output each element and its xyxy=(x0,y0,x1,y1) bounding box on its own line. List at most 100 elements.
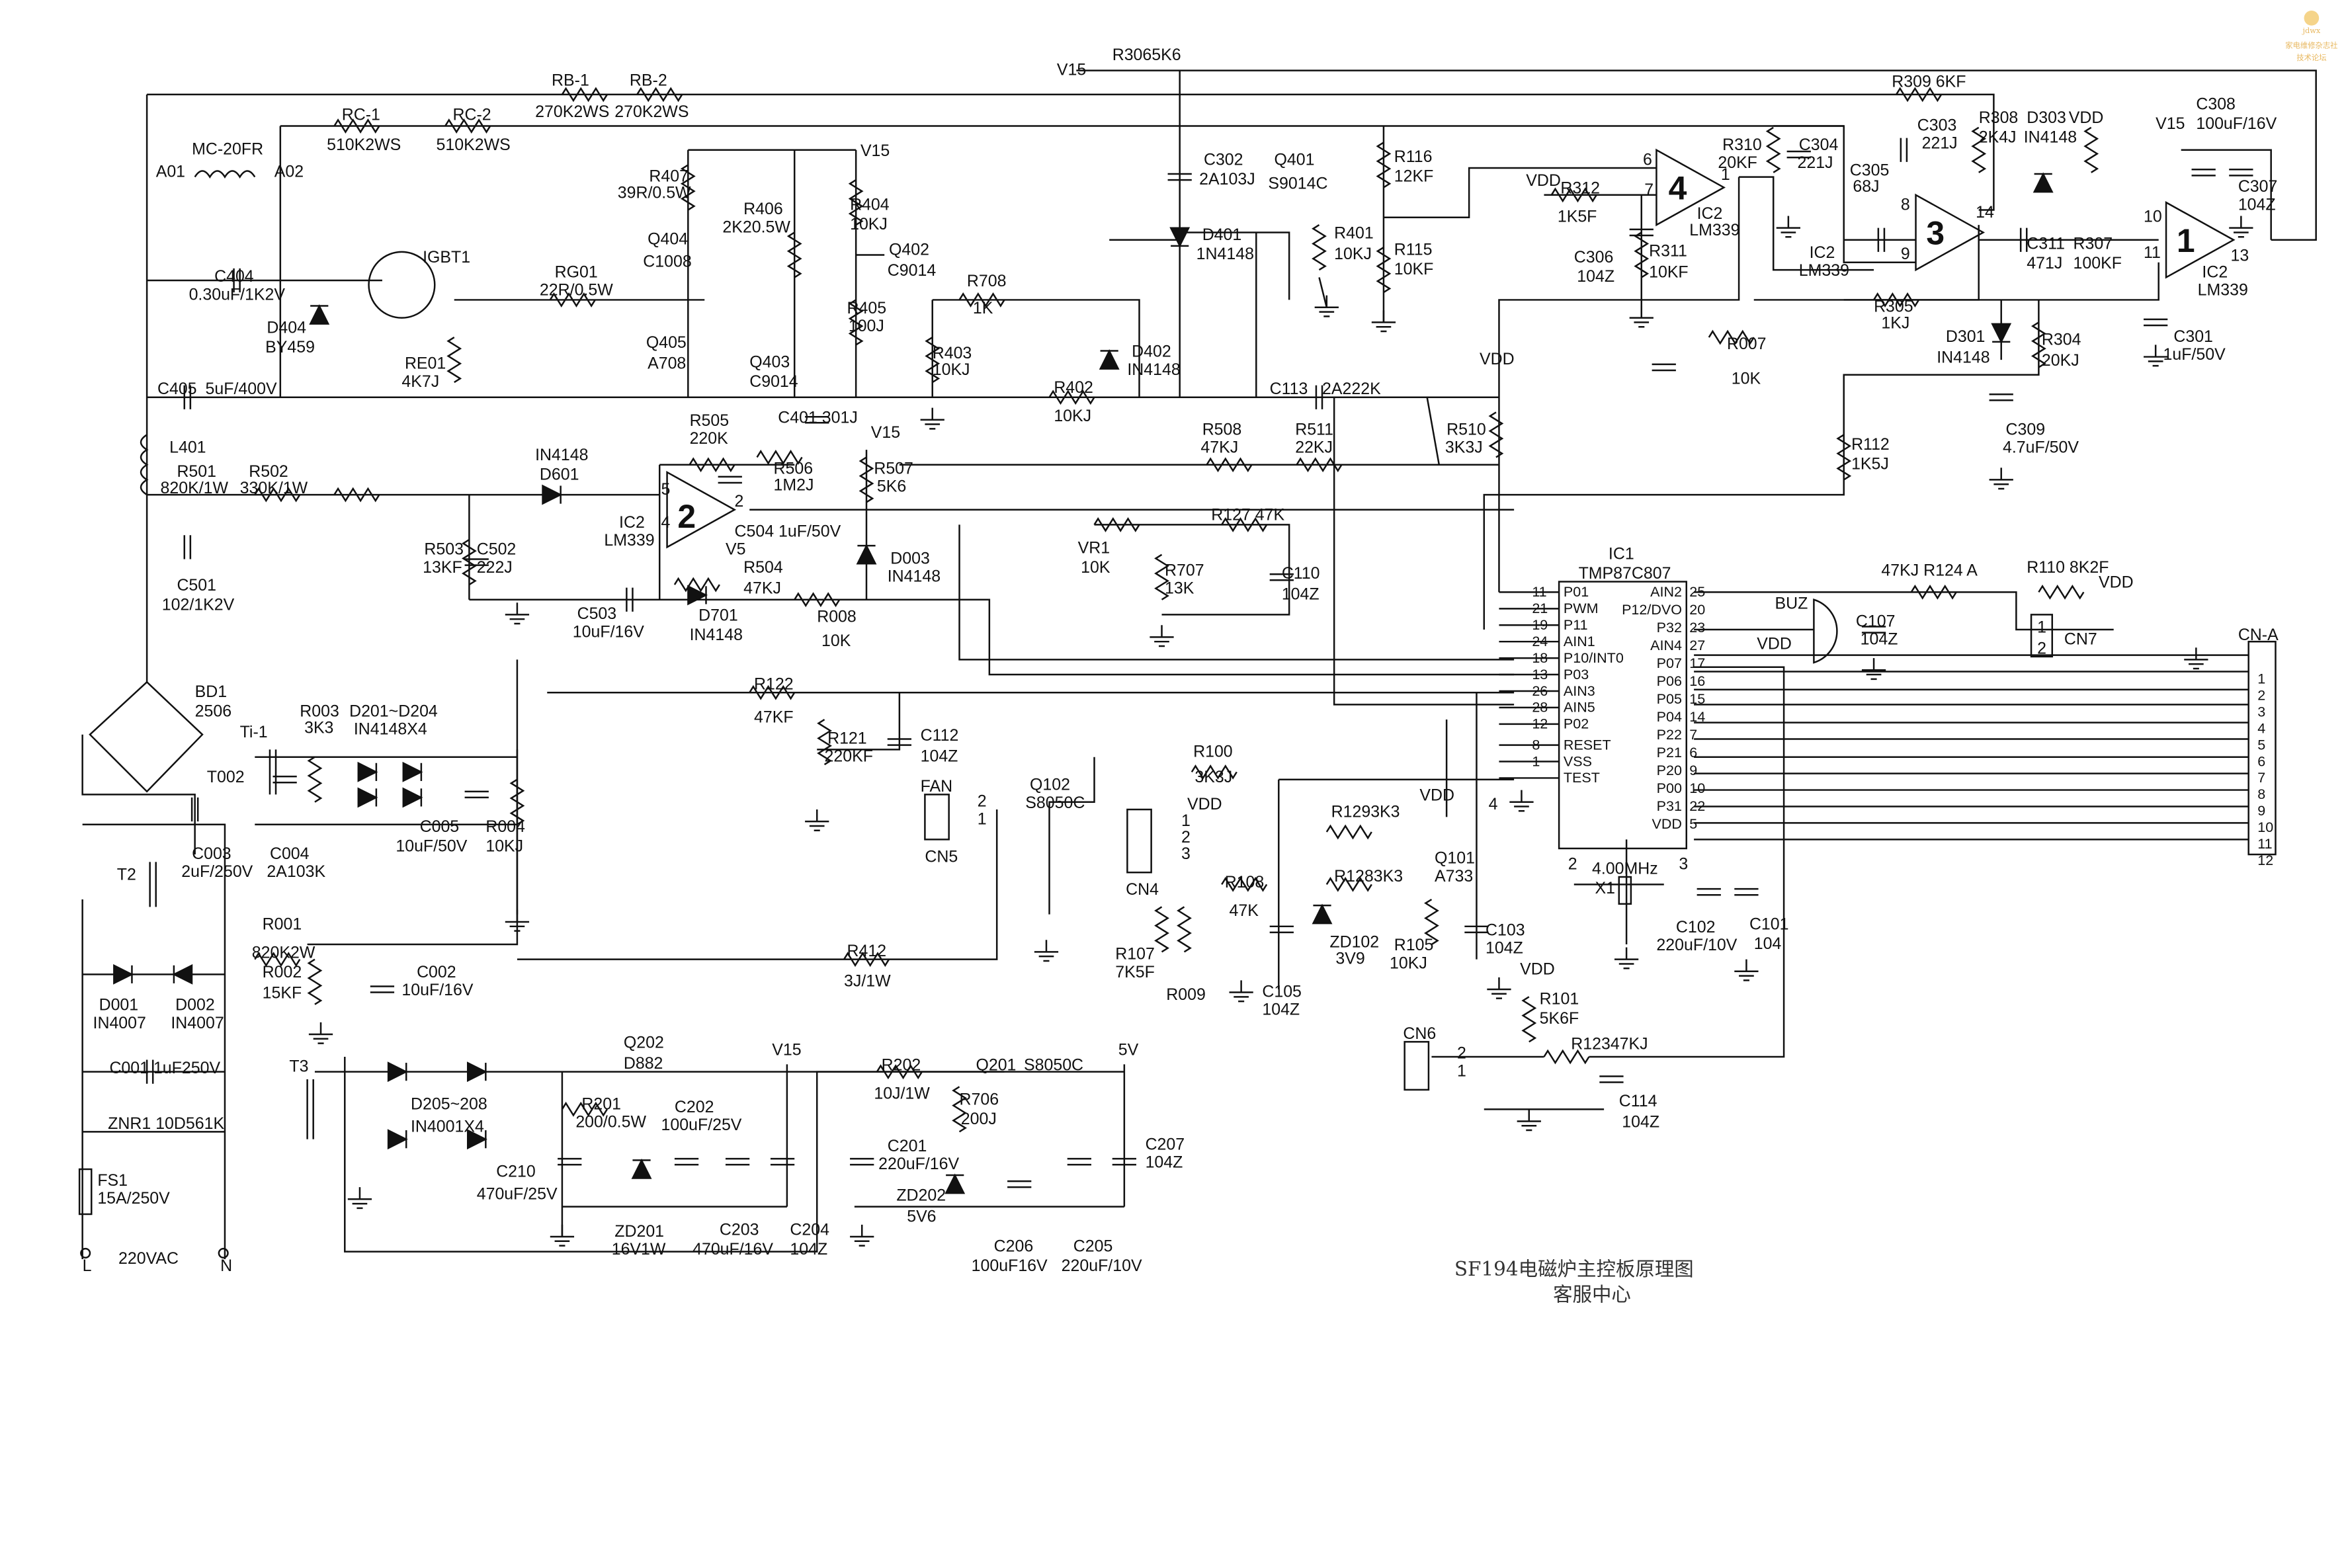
label-p7: 7 xyxy=(1644,181,1654,199)
label-c304-v: 221J xyxy=(1797,153,1833,172)
label-r503: R503 xyxy=(424,540,464,559)
label-q101-v: A733 xyxy=(1435,867,1473,886)
label-r107-v: 7K5F xyxy=(1115,963,1155,981)
label-c107: C107 xyxy=(1856,612,1896,631)
label-c112: C112 xyxy=(921,726,959,745)
op-amp-unit-number: 1 xyxy=(2177,222,2195,259)
label-q405: Q405 xyxy=(646,333,687,352)
ground-icon xyxy=(347,1187,372,1210)
connector-cn6[interactable] xyxy=(1403,1041,1430,1091)
ic1-pin-number: 20 xyxy=(1689,602,1705,618)
resistor xyxy=(925,337,941,384)
label-c504: C504 1uF/50V xyxy=(735,522,841,541)
label-vdd-c: VDD xyxy=(1480,350,1515,368)
wire xyxy=(817,692,901,751)
label-r707: R707 xyxy=(1165,561,1204,579)
label-r501-v: 820K/1W xyxy=(161,479,229,497)
label-r121: R121 xyxy=(827,729,867,747)
resistor xyxy=(636,87,683,103)
label-ic2-c: IC2 xyxy=(2202,263,2228,281)
capacitor xyxy=(190,797,199,822)
ic1-pin-number: 24 xyxy=(1532,634,1548,649)
label-bd1-v: 2506 xyxy=(195,702,231,721)
label-c309: C309 xyxy=(2006,420,2046,438)
label-r003: R003 xyxy=(300,702,339,721)
label-vdd-a: VDD xyxy=(1526,171,1561,190)
label-r308-v: 2K4J xyxy=(1979,128,2017,146)
capacitor xyxy=(674,1157,699,1166)
capacitor xyxy=(1900,138,1908,162)
terminal-icon[interactable] xyxy=(218,1247,229,1259)
label-vdd-g: VDD xyxy=(1419,786,1454,804)
label-r312-v: 1K5F xyxy=(1558,208,1597,226)
label-c302: C302 xyxy=(1204,150,1243,169)
resistor xyxy=(859,456,874,503)
terminal-icon[interactable] xyxy=(80,1247,91,1259)
label-r510-v: 3K3J xyxy=(1445,438,1483,457)
diode-icon xyxy=(542,484,563,505)
ground-icon xyxy=(1034,940,1059,962)
label-x1-p2: 2 xyxy=(1568,855,1577,874)
connector-cn-a[interactable] xyxy=(2247,640,2277,856)
label-r406: R406 xyxy=(743,200,783,218)
connector-cn4[interactable] xyxy=(1126,808,1152,874)
label-term-n: N xyxy=(220,1257,232,1275)
ic1-pin-name: P04 xyxy=(1657,709,1682,725)
diode-icon xyxy=(402,761,423,782)
wire xyxy=(517,809,998,960)
label-r402: R402 xyxy=(1054,378,1093,397)
ground-icon xyxy=(1861,658,1886,681)
transformer-icon xyxy=(149,862,157,907)
label-r405-v: 100J xyxy=(849,317,884,335)
ground-icon xyxy=(1517,1109,1541,1132)
label-p2: 2 xyxy=(735,492,744,511)
label-zd102-v: 3V9 xyxy=(1335,949,1364,968)
capacitor xyxy=(464,558,489,566)
label-c110-v: 104Z xyxy=(1282,585,1320,604)
ic1-pin-name: PWM xyxy=(1564,600,1599,616)
label-q401-v: S9014C xyxy=(1268,175,1327,193)
ic1-pin-number: 19 xyxy=(1532,617,1548,633)
label-d404-v: BY459 xyxy=(265,338,315,356)
ic1-pin-name: VDD xyxy=(1652,816,1682,832)
diode-icon xyxy=(631,1158,652,1179)
label-d001: D001 xyxy=(99,996,139,1014)
resistor xyxy=(509,778,525,825)
label-r122-v: 47KF xyxy=(754,708,794,727)
capacitor xyxy=(850,1157,874,1166)
label-d303-v: IN4148 xyxy=(2024,128,2077,146)
label-c207-v: 104Z xyxy=(1146,1153,1183,1172)
ground-icon xyxy=(550,1224,575,1247)
ground-icon xyxy=(1629,306,1654,328)
label-rb2-v: 270K2WS xyxy=(614,103,689,121)
label-buz: BUZ xyxy=(1775,594,1808,612)
label-r202: R202 xyxy=(882,1055,921,1074)
ic1-pin-name: AIN3 xyxy=(1564,683,1595,699)
capacitor xyxy=(1652,363,1676,372)
resistor xyxy=(848,179,864,226)
resistor xyxy=(1048,390,1095,405)
capacitor xyxy=(1629,228,1654,237)
ic1-pin-name: P32 xyxy=(1657,620,1682,636)
wire xyxy=(1048,757,1095,915)
resistor xyxy=(1177,906,1192,953)
label-c107-v: 104Z xyxy=(1861,630,1898,649)
resistor xyxy=(2031,321,2046,368)
label-r707-v: 13K xyxy=(1165,579,1194,598)
resistor xyxy=(1521,996,1537,1043)
ground-icon xyxy=(920,407,944,430)
label-r508-v: 47KJ xyxy=(1200,438,1238,457)
ground-icon xyxy=(1150,625,1174,647)
label-c202: C202 xyxy=(675,1098,714,1116)
connector-cn7[interactable] xyxy=(2030,614,2054,658)
label-r306: R3065K6 xyxy=(1112,46,1181,64)
ground-icon xyxy=(805,809,829,832)
label-ic1: IC1 xyxy=(1609,545,1634,563)
resistor xyxy=(1873,292,1920,308)
connector-cn5-fan[interactable] xyxy=(924,794,950,841)
label-d701-v: IN4148 xyxy=(690,626,743,644)
label-r407-v: 39R/0.5W xyxy=(618,183,691,202)
wire xyxy=(307,749,519,946)
label-c205-v: 220uF/10V xyxy=(1062,1257,1142,1275)
label-r112: R112 xyxy=(1851,435,1890,454)
